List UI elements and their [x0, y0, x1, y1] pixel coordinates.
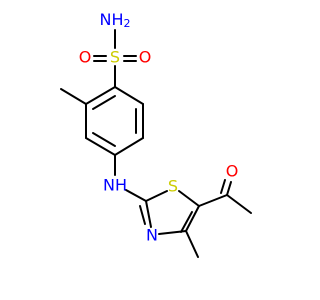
bond	[158, 230, 187, 235]
thiazole-n-label: N	[146, 226, 158, 245]
bond	[114, 86, 144, 105]
double-bond	[139, 205, 146, 225]
thiazole-s-label: S	[168, 177, 178, 196]
methyl-bond	[226, 194, 252, 214]
bond	[185, 205, 200, 232]
double-bond	[180, 211, 193, 233]
amine-nh-label: NH	[103, 176, 127, 195]
acetyl-group: O	[198, 162, 252, 214]
bond	[85, 137, 116, 156]
sulfonamide-group: NH2 S O O	[79, 10, 152, 88]
methyl-bond	[185, 230, 199, 258]
sulfonyl-o-left-label: O	[79, 48, 92, 67]
sulfonamide-nh2-label: NH2	[100, 10, 131, 30]
bond	[178, 190, 200, 207]
sulfonyl-o-right-label: O	[139, 48, 152, 67]
methyl-bond	[60, 88, 87, 105]
bond	[198, 194, 228, 207]
amine-bond	[125, 189, 147, 202]
aromatic-inner-bond	[92, 95, 116, 110]
bond	[85, 86, 116, 105]
double-bond	[220, 179, 226, 194]
thiazole-ring: S N	[139, 177, 200, 245]
bond	[145, 200, 152, 228]
sulfonyl-s-label: S	[110, 48, 120, 67]
bond	[145, 190, 168, 202]
aromatic-inner-bond	[92, 132, 116, 147]
benzene-ring	[85, 86, 144, 156]
double-bond	[226, 181, 232, 196]
bond	[114, 137, 144, 156]
ketone-o-label: O	[226, 162, 239, 181]
molecule-structure: NH2 S O O NH S N O	[60, 10, 252, 258]
